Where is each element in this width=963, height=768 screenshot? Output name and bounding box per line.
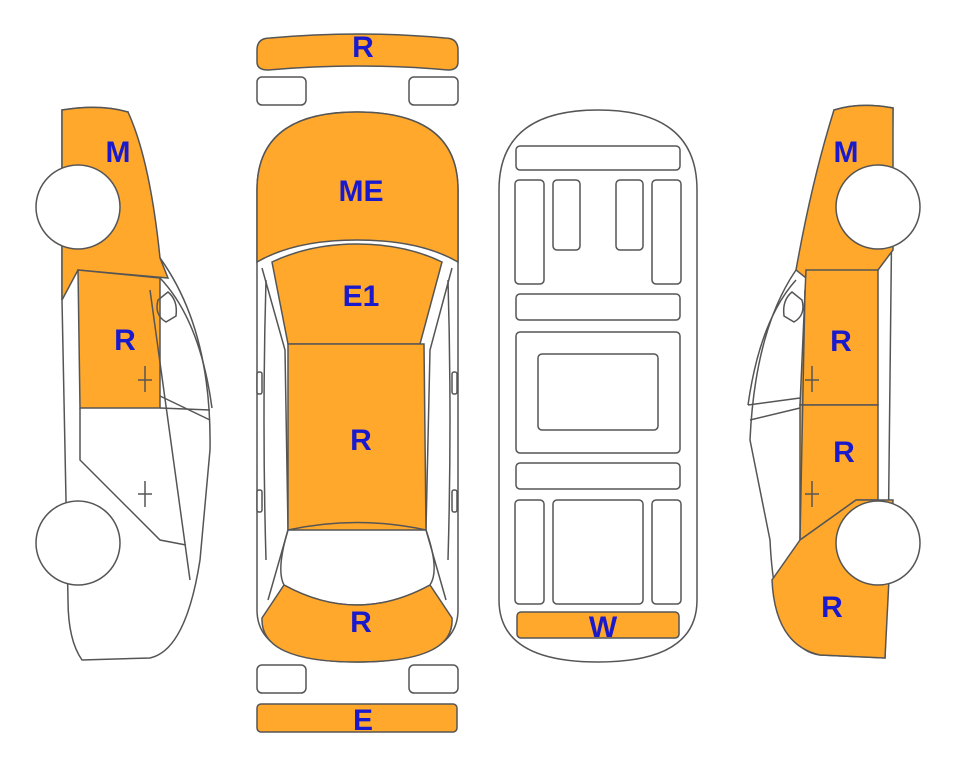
right-front-door-code: R [830, 325, 852, 358]
windshield-code: E1 [343, 280, 380, 313]
underbody-rear-panel[interactable] [516, 611, 680, 639]
front-bumper-panel[interactable] [256, 33, 459, 71]
top-view: ME E1 R R [256, 111, 459, 663]
left-side-view: M R [35, 106, 213, 661]
underbody-view: W [498, 109, 698, 663]
right-rear-wheel [835, 500, 921, 586]
left-front-door-code: R [114, 324, 136, 357]
roof-code: R [350, 424, 372, 457]
right-side-view: M R R R [747, 104, 921, 659]
front-left-light [256, 76, 307, 106]
trunk-panel[interactable] [261, 584, 453, 663]
windshield-panel[interactable] [271, 243, 443, 345]
right-front-wheel [835, 164, 921, 250]
hood-code: ME [339, 175, 384, 208]
rear-bumper-code: E [353, 704, 373, 737]
rear-right-light [408, 664, 459, 694]
trunk-code: R [350, 606, 372, 639]
left-front-fender-code: M [106, 136, 131, 169]
hood-panel[interactable] [256, 111, 459, 264]
rear-left-light [256, 664, 307, 694]
right-rear-quarter-code: R [821, 591, 843, 624]
right-rear-door-code: R [833, 436, 855, 469]
underbody-rear-code: W [589, 611, 618, 644]
right-front-fender-code: M [834, 136, 859, 169]
left-front-wheel [35, 164, 121, 250]
left-rear-wheel [35, 500, 121, 586]
front-bumper-code: R [352, 31, 374, 64]
rear-bumper-panel[interactable] [256, 703, 458, 733]
front-right-light [408, 76, 459, 106]
